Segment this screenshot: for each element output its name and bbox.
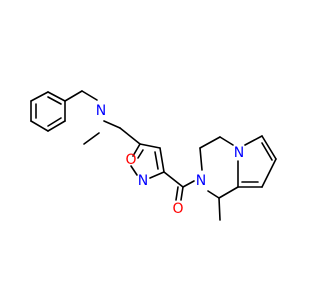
bond-benzene-1: [30, 91, 49, 102]
atom-labels: N O N O N N: [96, 103, 244, 217]
atom-n-pyrrole: N: [234, 145, 244, 161]
bond-n-ch2b: [103, 120, 121, 129]
atom-n-methylamine: N: [96, 103, 106, 119]
bond-o-c5: [132, 143, 141, 157]
bond-benzene-6b: [47, 96, 62, 105]
atom-n-isoxazole: N: [138, 173, 148, 189]
bond-c4-c3b: [154, 151, 159, 170]
bond-carbonyl-n: [182, 180, 195, 188]
atom-o-carbonyl: O: [172, 201, 183, 217]
bond-ch2b-c5: [119, 127, 141, 145]
atom-o-isoxazole: O: [125, 152, 136, 168]
bond-c8a-c1: [218, 186, 239, 199]
molecule-structure: N O N O N N: [30, 90, 277, 221]
bond-ch2-n: [81, 90, 98, 101]
bond-n-methyl: [83, 132, 100, 145]
bond-c1-n: [207, 190, 220, 199]
bond-ring-ch2-ch2: [199, 136, 221, 149]
bond-benzene-6: [47, 91, 66, 102]
bonds: [30, 90, 277, 221]
bond-n-o: [130, 165, 138, 176]
bond-c5-c4: [139, 143, 161, 149]
bond-c3p-c2p-b: [261, 142, 273, 161]
bond-npyr-c3p: [244, 135, 263, 146]
bond-ring-ch2-npyr: [219, 136, 234, 146]
bond-n-ch2-ring-a: [199, 147, 203, 171]
bond-c3p-c2p: [261, 135, 277, 160]
bond-benzene-4: [47, 120, 66, 132]
bond-benzene-3: [30, 120, 49, 132]
bond-o-c5b: [137, 149, 144, 159]
atom-n-amide: N: [196, 173, 206, 189]
bond-c4-c3: [159, 147, 165, 173]
bond-benzene-4b: [47, 117, 62, 127]
bond-carbonyl-o2: [175, 186, 179, 201]
bond-c3-carbonyl: [163, 171, 184, 188]
bond-c1-methyl: [218, 197, 221, 221]
bond-carbonyl-o: [180, 186, 184, 201]
bond-c3-n: [149, 171, 165, 179]
bond-ring-ch2: [64, 90, 83, 102]
bond-c2p-c1p: [261, 158, 277, 188]
